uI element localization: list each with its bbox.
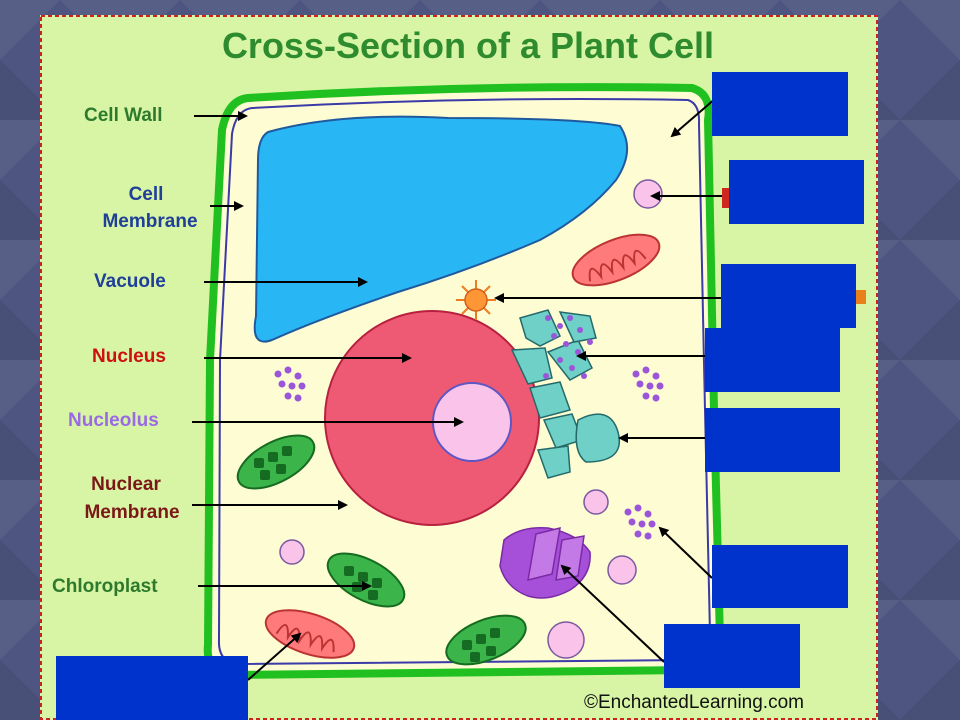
cover-box-7[interactable]: [664, 624, 800, 688]
label-chloroplast: Chloroplast: [52, 576, 158, 597]
cover-box-1[interactable]: [712, 72, 848, 136]
golgi-icon: [499, 526, 591, 599]
vesicles: [279, 179, 663, 659]
label-nuclear-membrane-line2: Membrane: [84, 502, 179, 523]
cover-box-8[interactable]: [56, 656, 248, 720]
centrosome-icon: [456, 280, 496, 320]
label-cell-membrane-line2: Membrane: [102, 211, 197, 232]
arrow-icon: [670, 97, 717, 138]
chloroplast-icon: [445, 614, 527, 666]
mitochondrion-icon: [571, 233, 661, 287]
cover-box-4[interactable]: [705, 328, 840, 392]
arrow-icon: [658, 526, 713, 579]
pointer-arrows: [192, 97, 724, 681]
arrow-icon: [247, 632, 302, 681]
panel-border: [40, 15, 878, 720]
vacuole: [253, 115, 628, 343]
label-vacuole: Vacuole: [94, 271, 166, 292]
cover-box-3[interactable]: [721, 264, 856, 328]
label-nucleus: Nucleus: [92, 346, 166, 367]
label-nucleolus: Nucleolus: [68, 410, 159, 431]
label-cell-membrane-line1: Cell: [129, 184, 164, 205]
ribosome-cluster-icon: [274, 366, 306, 402]
answer-cover-boxes: [56, 72, 864, 720]
label-nuclear-membrane-line1: Nuclear: [91, 474, 161, 495]
cover-box-5[interactable]: [705, 408, 840, 472]
rough-er-ribosomes: [543, 315, 593, 379]
ribosome-cluster-icon: [624, 504, 656, 540]
nucleus: [324, 310, 540, 526]
cover-box-6[interactable]: [712, 545, 848, 608]
ribosome-cluster-icon: [632, 366, 664, 402]
cover-box-2[interactable]: [729, 160, 864, 224]
label-cell-wall: Cell Wall: [84, 105, 162, 126]
arrow-icon: [560, 564, 665, 663]
chloroplast-icon: [236, 434, 316, 490]
credit-text: ©EnchantedLearning.com: [584, 692, 804, 713]
page-title: Cross-Section of a Plant Cell: [222, 25, 714, 66]
